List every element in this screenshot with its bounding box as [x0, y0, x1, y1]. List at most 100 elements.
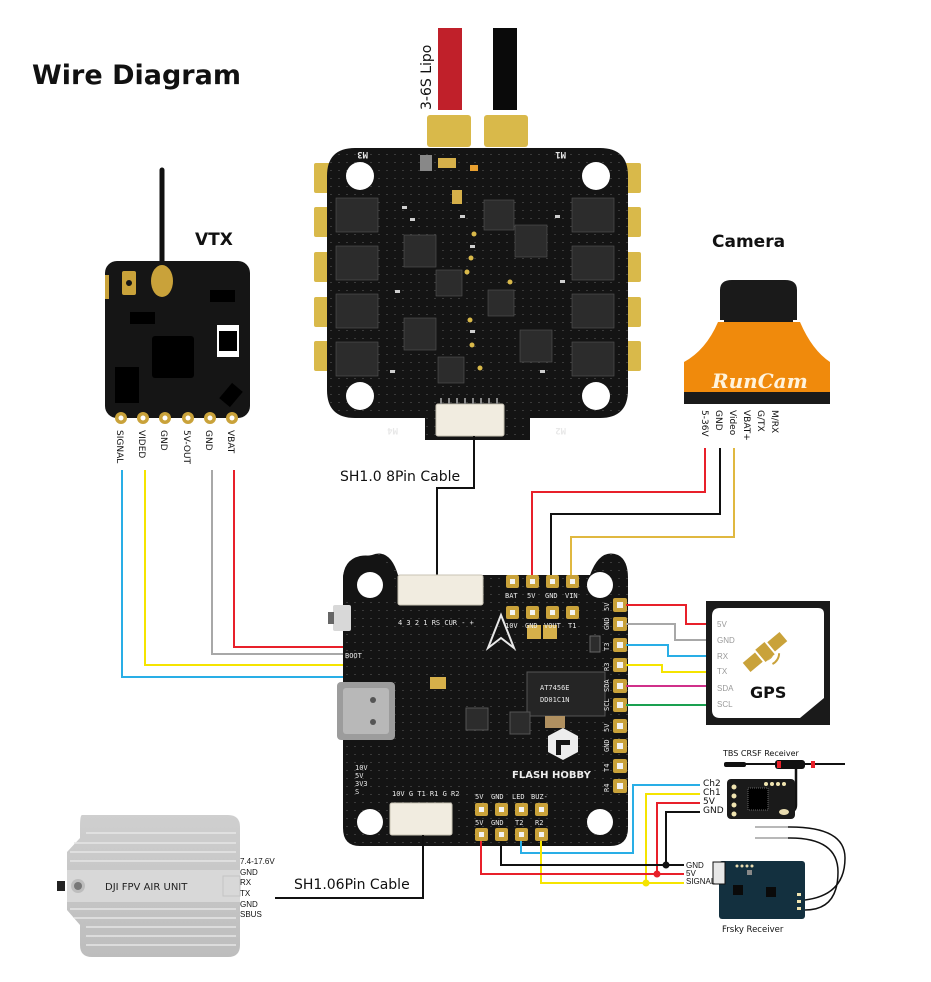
dji-cable-wire	[275, 835, 424, 899]
crsf-pin-ch2: Ch2	[703, 779, 721, 789]
page-title: Wire Diagram	[32, 60, 241, 91]
gps-label: GPS	[750, 683, 786, 702]
dji-pin-sbus: SBUS	[240, 910, 262, 919]
fc-right-pad-hole	[617, 702, 623, 708]
crsf-label: TBS CRSF Receiver	[722, 749, 800, 758]
fc-pad-vout: VOUT	[544, 622, 562, 630]
vtx-pin-signal: SIGNAL	[114, 430, 124, 463]
fc-pad-5v: 5V	[527, 592, 536, 600]
dji-pin-labels: 7.4-17.6V GND RX TX GND SBUS	[240, 857, 275, 919]
svg-text:5V: 5V	[355, 772, 364, 780]
flight-controller: 4 3 2 1 RS CUR - + BOOT AT7456E DD01C1N …	[328, 553, 628, 846]
wire-camera-power	[531, 448, 706, 575]
camera-label: Camera	[712, 232, 785, 252]
camera-pin-vbat: VBAT+	[741, 410, 751, 441]
wire-frsky-5v	[480, 841, 684, 875]
fc-pad-t1: T1	[568, 622, 576, 630]
frsky-receiver	[712, 826, 846, 919]
satellite-icon	[742, 631, 788, 673]
camera-pin-labels: 5-36V GND Video VBAT+ G/TX M/RX	[699, 410, 779, 441]
fc-right-pad-label: 5V	[603, 602, 611, 611]
battery-leads: 3-6S Lipo	[419, 28, 517, 110]
wire-gps-gnd	[626, 623, 706, 641]
camera-pin-gnd: GND	[713, 410, 723, 431]
fc-esc-connector	[397, 574, 484, 606]
gps-pin-5v: 5V	[717, 620, 727, 629]
fc-right-pad-hole	[617, 642, 623, 648]
esc-battery-pad-negative	[484, 115, 528, 147]
fc-right-pad-hole	[617, 723, 623, 729]
vtx-pin-vbat: VBAT	[225, 430, 235, 454]
fc-right-pad-label: SCL	[603, 698, 611, 711]
frsky-pin-5v: 5V	[686, 869, 696, 878]
battery-positive-lead	[438, 28, 462, 110]
fc-right-pad-label: T4	[603, 764, 611, 772]
fc-right-pad-hole	[617, 621, 623, 627]
wire-crsf-gnd	[665, 811, 700, 865]
camera-pin-video: Video	[727, 410, 737, 436]
fc-bottom-pad-5v-2: 5V	[475, 819, 484, 827]
osd-chip-text: AT7456E	[540, 684, 570, 692]
esc-label-m2: M2	[555, 425, 566, 435]
wire-gps-rx	[626, 644, 706, 657]
fc-bottom-pads: 5V GND LED BUZ- 5V GND T2 R2	[475, 793, 548, 841]
fc-bottom-pad-r2: R2	[535, 819, 543, 827]
fc-bottom-pad-t2: T2	[515, 819, 523, 827]
svg-text:10V: 10V	[355, 764, 368, 772]
fc-right-pad-label: GND	[603, 739, 611, 752]
fc-right-pad-hole	[617, 683, 623, 689]
fc-boot-label: BOOT	[345, 652, 363, 660]
camera-pin-g-tx: G/TX	[755, 410, 765, 432]
wire-gps-tx	[626, 664, 706, 673]
esc-label-m3: M3	[357, 149, 368, 159]
crsf-pin-labels: Ch2 Ch1 5V GND	[703, 779, 724, 816]
gps-pin-labels: 5V GND RX TX SDA SCL	[717, 620, 735, 709]
crsf-pin-5v: 5V	[703, 797, 716, 807]
fc-bottom-pad-gnd-2: GND	[491, 819, 504, 827]
camera-brand-logo: RunCam	[711, 369, 808, 393]
gps-pin-sda: SDA	[717, 684, 734, 693]
wire-crsf-5v	[656, 802, 700, 874]
fc-pad-vin: VIN	[565, 592, 578, 600]
fc-voltage-leds: 10V 5V 3V3 S	[355, 764, 368, 796]
gps-pin-scl: SCL	[717, 700, 733, 709]
camera-pin-5-36v: 5-36V	[699, 410, 709, 437]
battery-negative-lead	[493, 28, 517, 110]
battery-label: 3-6S Lipo	[419, 45, 435, 110]
fc-right-pad-hole	[617, 743, 623, 749]
wire-gps-5v	[626, 604, 706, 625]
fc-dji-connector-silk: 10V G T1 R1 G R2	[392, 790, 459, 798]
fc-right-pad-label: R4	[603, 784, 611, 792]
vtx-label: VTX	[195, 230, 233, 250]
fc-bottom-pad-gnd: GND	[491, 793, 504, 801]
fc-dji-connector	[389, 802, 453, 836]
junction-signal	[642, 879, 650, 887]
wire-frsky-gnd	[500, 841, 684, 866]
vtx-pin-5v-out: 5V-OUT	[181, 430, 191, 465]
fc-pad-bat: BAT	[505, 592, 518, 600]
vtx-module	[105, 167, 250, 424]
crsf-pin-ch1: Ch1	[703, 788, 721, 798]
gps-pin-tx: TX	[717, 667, 728, 676]
camera-module: RunCam	[684, 280, 830, 404]
fc-pad-gnd: GND	[545, 592, 558, 600]
esc-board: M3 M1 M4 M2	[314, 115, 641, 440]
dji-pin-power: 7.4-17.6V	[240, 857, 275, 866]
fc-right-pad-hole	[617, 783, 623, 789]
gps-pin-rx: RX	[717, 652, 729, 661]
fc-bottom-pad-5v: 5V	[475, 793, 484, 801]
vtx-pin-video: VIDED	[136, 430, 146, 458]
frsky-pin-gnd: GND	[686, 861, 704, 870]
fc-bottom-pad-buz: BUZ-	[531, 793, 548, 801]
crsf-pin-gnd: GND	[703, 806, 724, 816]
fc-pad-gnd-2: GND	[525, 622, 538, 630]
gps-module: GPS	[706, 601, 830, 725]
fc-bottom-pad-led: LED	[512, 793, 525, 801]
frsky-label: Frsky Receiver	[722, 925, 784, 935]
fc-top-pads: BAT 5V GND VIN 10V GND VOUT T1	[505, 575, 579, 630]
junction-gnd	[662, 861, 670, 869]
fc-right-pad-label: 5V	[603, 723, 611, 732]
svg-text:3V3: 3V3	[355, 780, 368, 788]
fc-right-pad-hole	[617, 602, 623, 608]
